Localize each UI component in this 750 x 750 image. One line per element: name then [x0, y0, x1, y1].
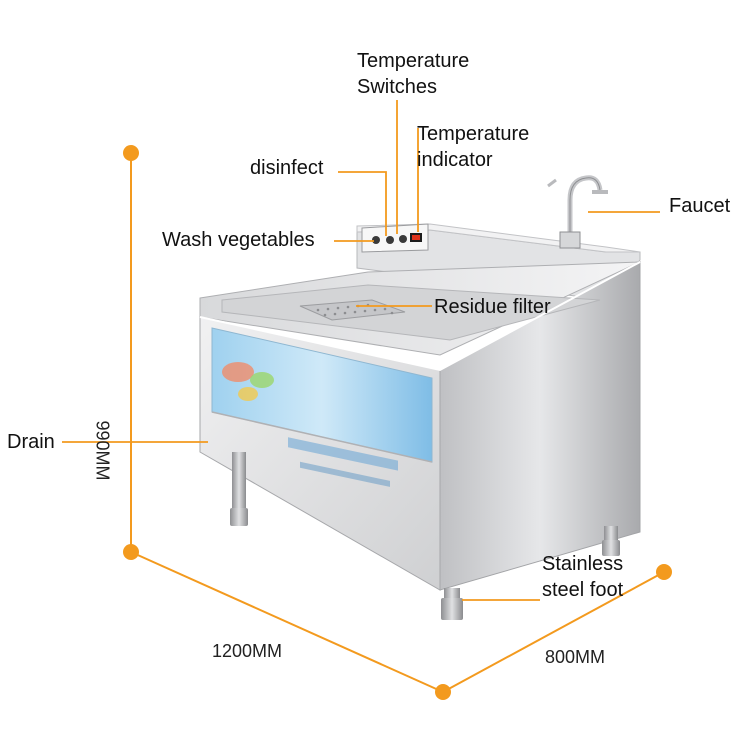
- leg-front-left: [230, 452, 248, 526]
- label-stainless-steel-foot-line1: Stainless: [542, 553, 624, 575]
- faucet-icon: [547, 175, 608, 249]
- label-faucet: Faucet: [669, 195, 731, 217]
- dimension-endpoints: [123, 145, 672, 700]
- label-stainless-steel-foot: Stainless steel foot: [542, 551, 623, 603]
- label-disinfect: disinfect: [250, 157, 324, 179]
- leader-disinfect: [338, 171, 387, 236]
- dimension-dot-corner-right: [656, 564, 672, 580]
- label-temperature-switches-line1: Temperature: [357, 50, 470, 72]
- banner-artwork: [222, 362, 398, 487]
- tub-basin: [221, 284, 601, 341]
- dimension-height-label: 990MM: [92, 420, 113, 481]
- cabinet-seam: [211, 411, 433, 463]
- switch-panel-icon: [361, 223, 429, 253]
- leg-back-right: [602, 526, 620, 556]
- callout-leaders: [62, 100, 660, 601]
- label-temperature-indicator-line1: Temperature: [417, 123, 530, 145]
- label-drain: Drain: [7, 431, 55, 453]
- label-residue-filter: Residue filter: [434, 296, 551, 318]
- label-temperature-indicator-line2: indicator: [417, 149, 493, 171]
- leg-front-right: [441, 588, 463, 620]
- dimension-depth-label: 800MM: [545, 647, 606, 667]
- dimension-lines: [130, 153, 665, 693]
- label-temperature-switches-line2: Switches: [357, 76, 438, 98]
- dimension-dot-top: [123, 145, 139, 161]
- label-temperature-indicator: Temperature indicator: [417, 121, 529, 173]
- label-stainless-steel-foot-line2: steel foot: [542, 579, 624, 601]
- label-temperature-switches: Temperature Switches: [357, 48, 469, 100]
- dimension-width-label: 1200MM: [212, 641, 283, 661]
- depth-dimension-line: [442, 571, 665, 693]
- front-lip: [199, 261, 641, 372]
- dimension-dot-corner-left: [123, 544, 139, 560]
- width-dimension-line: [130, 551, 444, 693]
- dimension-dot-corner-bottom: [435, 684, 451, 700]
- label-wash-vegetables: Wash vegetables: [162, 229, 315, 251]
